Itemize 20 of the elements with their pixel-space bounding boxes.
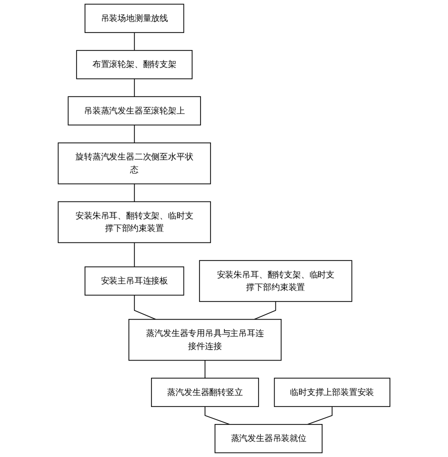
connector bbox=[134, 32, 135, 51]
node-box: 安装朱吊耳、翻转支架、临时支撑下部约束装置 bbox=[58, 201, 211, 244]
connector bbox=[254, 301, 276, 320]
node-box: 布置滚轮架、翻转支架 bbox=[76, 50, 192, 80]
node-box: 临时支撑上部装置安装 bbox=[274, 378, 390, 407]
connector bbox=[134, 78, 135, 98]
node-box: 安装主吊耳连接板 bbox=[84, 266, 184, 296]
node-box: 吊装场地测量放线 bbox=[84, 4, 184, 33]
connector bbox=[307, 406, 332, 425]
node-box: 蒸汽发生器吊装就位 bbox=[214, 424, 322, 454]
connector bbox=[134, 124, 135, 144]
connector bbox=[204, 406, 230, 425]
node-box: 安装朱吊耳、翻转支架、临时支撑下部约束装置 bbox=[199, 260, 352, 302]
connector bbox=[134, 242, 135, 268]
node-box: 吊装蒸汽发生器至滚轮架上 bbox=[68, 96, 201, 126]
node-box: 蒸汽发生器翻转竖立 bbox=[150, 378, 259, 407]
node-box: 蒸汽发生器专用吊具与主吊耳连接件连接 bbox=[128, 318, 282, 361]
connector bbox=[204, 360, 206, 379]
connector bbox=[134, 183, 135, 202]
node-box: 旋转蒸汽发生器二次侧至水平状态 bbox=[58, 142, 211, 184]
